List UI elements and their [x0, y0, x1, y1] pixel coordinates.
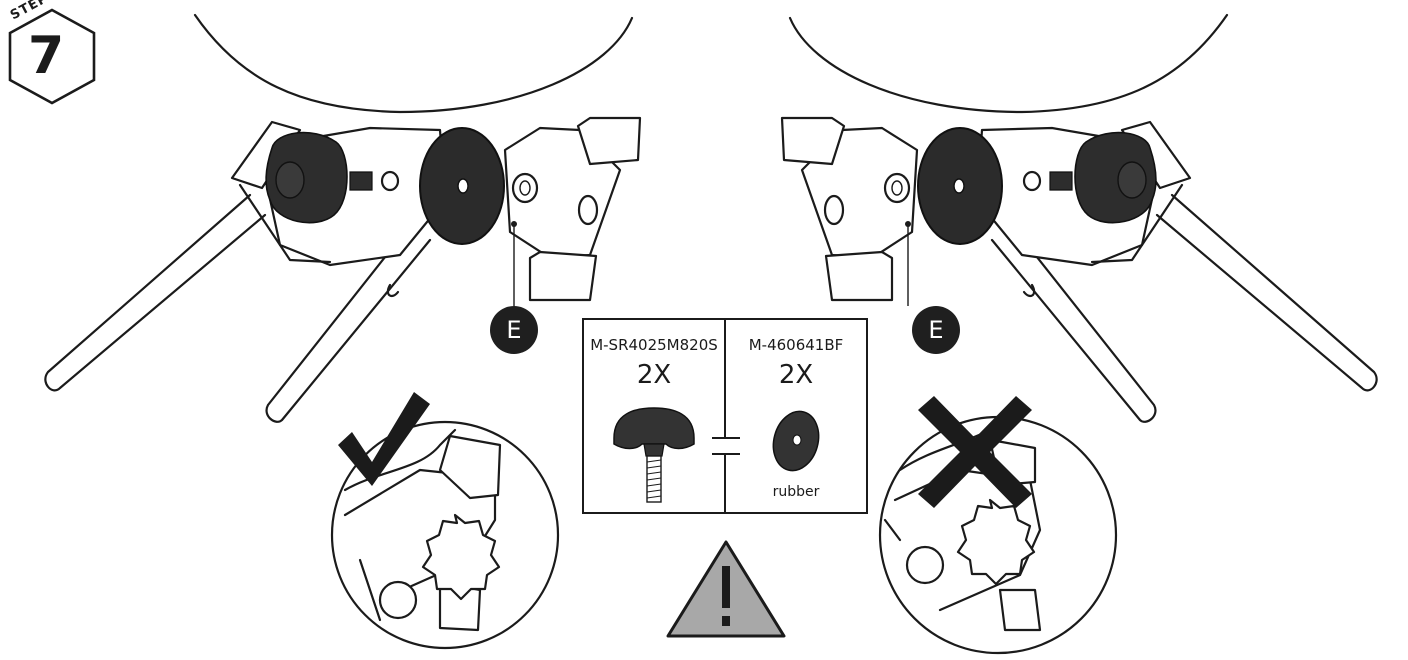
part-note: rubber: [772, 484, 820, 500]
incorrect-detail: [878, 410, 1118, 655]
knob-bolt-icon: [613, 407, 695, 503]
parts-box: M-SR4025M820S 2X M-460641BF 2X rubber: [582, 318, 868, 514]
left-assembly: [44, 13, 642, 423]
step-number: 7: [28, 26, 65, 86]
warning-triangle-icon: [666, 540, 786, 638]
part-code: M-SR4025M820S: [590, 336, 718, 354]
right-assembly: [780, 13, 1378, 423]
part-rubber-washer: M-460641BF 2X rubber: [726, 320, 866, 512]
step-badge: [8, 8, 96, 105]
callout-e-left: E: [490, 306, 538, 354]
parts-divider: [724, 320, 726, 512]
gap-marker-icon: [712, 437, 740, 455]
checkmark-icon: [338, 392, 430, 486]
cross-icon: [918, 396, 1032, 508]
part-quantity: 2X: [778, 360, 814, 390]
part-knob-bolt: M-SR4025M820S 2X: [584, 320, 724, 512]
correct-detail: [330, 420, 560, 650]
rubber-washer-icon: [772, 410, 820, 472]
callout-e-right: E: [912, 306, 960, 354]
part-quantity: 2X: [636, 360, 672, 390]
part-code: M-460641BF: [748, 336, 844, 354]
